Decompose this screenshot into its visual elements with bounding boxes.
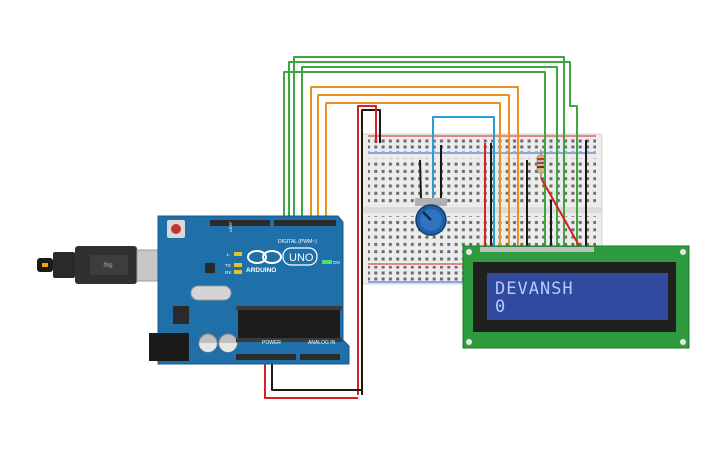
small-chip: [205, 263, 215, 273]
wire-red-power[interactable]: [264, 356, 358, 399]
reset-button-cap[interactable]: [171, 224, 181, 234]
wires: [264, 56, 587, 399]
arduino-uno-board[interactable]: ⇋ DIGITAL (PWM~) AREF TX RX L ON ARDUINO…: [37, 215, 350, 365]
led-l: [234, 252, 242, 256]
led-on: [322, 260, 332, 264]
mounting-hole: [466, 249, 472, 255]
mounting-hole: [680, 339, 686, 345]
terminal-strip-top: [368, 158, 596, 204]
wire-orange-2[interactable]: [317, 94, 510, 249]
voltage-regulator: [173, 306, 189, 324]
wire-green-3[interactable]: [283, 71, 546, 249]
pin-label-aref: AREF: [228, 221, 233, 232]
resistor[interactable]: [536, 150, 546, 178]
led-rx: [234, 270, 242, 274]
wire-black-pot[interactable]: [419, 159, 422, 199]
usb-icon: ⇋: [103, 258, 113, 272]
crystal-oscillator: [190, 285, 232, 301]
wire-green-1[interactable]: [288, 61, 578, 249]
wire-black-power[interactable]: [271, 356, 362, 391]
mounting-hole: [466, 339, 472, 345]
tx-label: TX: [225, 263, 231, 268]
on-label: ON: [333, 260, 340, 265]
wire-orange-1[interactable]: [310, 86, 519, 249]
digital-label: DIGITAL (PWM~): [278, 239, 317, 245]
pot-knob-indicator: [422, 211, 432, 221]
mounting-hole: [680, 249, 686, 255]
arduino-logo: [247, 250, 282, 264]
wire-green-4[interactable]: [301, 66, 558, 249]
model-label: UNO: [289, 252, 314, 264]
l-label: L: [227, 252, 230, 257]
analog-header: [300, 354, 340, 360]
power-label: POWER: [262, 340, 281, 346]
digital-header-left: [210, 220, 270, 226]
top-power-rail: [368, 137, 596, 152]
wire-black-top[interactable]: [361, 109, 381, 395]
model-badge: [282, 247, 318, 266]
analog-label: ANALOG IN: [308, 340, 336, 346]
wire-green-2[interactable]: [293, 56, 565, 249]
wire-red-lcd-2[interactable]: [540, 177, 582, 250]
brand-label: ARDUINO: [246, 267, 276, 274]
potentiometer[interactable]: [415, 198, 447, 236]
wire-red-top[interactable]: [357, 105, 377, 395]
wire-blue-pot[interactable]: [432, 116, 495, 249]
lcd-line-1: DEVANSH: [495, 279, 574, 299]
lcd-line-2: 0: [495, 297, 505, 317]
rx-label: RX: [225, 270, 231, 275]
wire-orange-3[interactable]: [325, 102, 501, 249]
digital-header-right: [274, 220, 336, 226]
lcd-pin-header: [480, 247, 594, 252]
dc-power-jack: [149, 333, 189, 361]
lcd-screen: [487, 273, 668, 320]
led-tx: [234, 263, 242, 267]
atmega-chip: [238, 310, 340, 338]
power-header: [236, 354, 296, 360]
lcd-display-16x2[interactable]: DEVANSH 0: [462, 245, 690, 349]
